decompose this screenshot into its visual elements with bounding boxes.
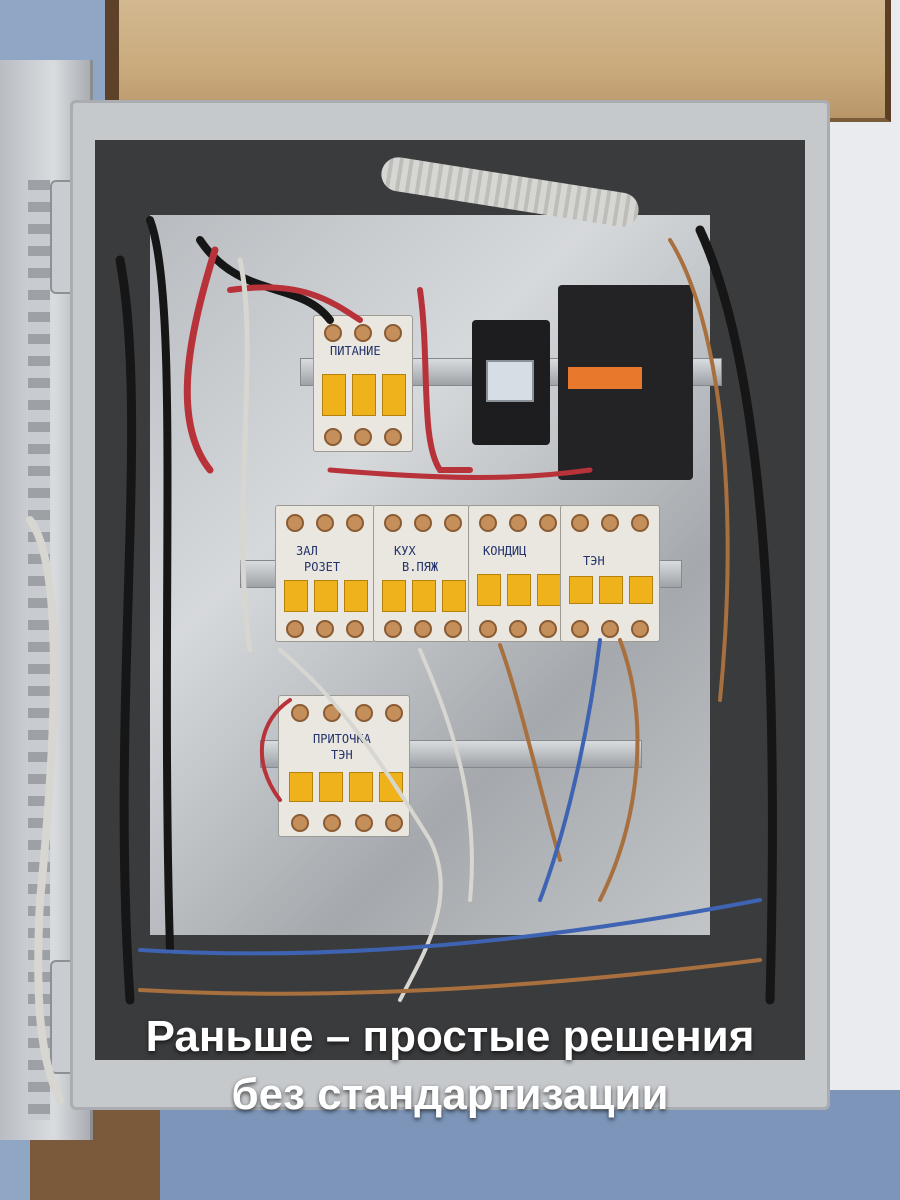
breaker-kitchen-label: КУХ [394, 544, 416, 558]
breaker-supply-sublabel: ТЭН [331, 748, 353, 762]
breaker-hall-sublabel: РОЗЕТ [304, 560, 341, 574]
photo-caption: Раньше – простые решения без стандартиза… [0, 1008, 900, 1124]
breaker-conditioner: КОНДИЦ [468, 505, 565, 642]
breaker-heater: ТЭН [560, 505, 660, 642]
breaker-supply-label: ПРИТОЧКА [313, 732, 371, 746]
breaker-conditioner-label: КОНДИЦ [483, 544, 527, 558]
relay [472, 320, 550, 445]
caption-line-2: без стандартизации [231, 1070, 669, 1119]
caption-line-1: Раньше – простые решения [145, 1012, 755, 1061]
main-breaker-label: ПИТАНИЕ [330, 344, 381, 358]
breaker-heater-label: ТЭН [583, 554, 605, 568]
main-breaker: ПИТАНИЕ [313, 315, 413, 452]
breaker-kitchen-sublabel: В.ПЯЖ [402, 560, 439, 574]
breaker-hall: ЗАЛ РОЗЕТ [275, 505, 375, 642]
breaker-supply: ПРИТОЧКА ТЭН [278, 695, 410, 837]
background-wall-light [820, 0, 900, 1200]
breaker-kitchen: КУХ В.ПЯЖ [373, 505, 470, 642]
breaker-hall-label: ЗАЛ [296, 544, 318, 558]
contactor [558, 285, 693, 480]
